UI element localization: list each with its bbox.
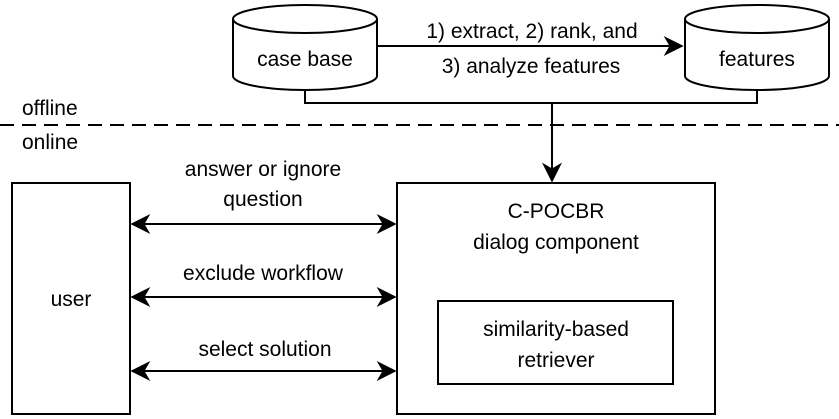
dialog-title: C-POCBR [508,200,605,223]
exclude-label: exclude workflow [183,262,344,285]
user-label: user [51,288,92,311]
answer-label-line1: answer or ignore [185,158,341,181]
answer-label-line2: question [223,188,302,211]
features-label: features [719,48,795,71]
user-box [11,182,131,415]
extract-label-line2: 3) analyze features [442,55,621,78]
select-label: select solution [198,338,331,361]
case-base-node: case base [232,4,378,91]
retriever-box [437,300,674,385]
dialog-subtitle: dialog component [473,231,639,254]
extract-label-line1: 1) extract, 2) rank, and [426,20,637,43]
feature-connector [304,90,758,104]
retriever-label-line2: retriever [517,349,594,372]
retriever-label-line1: similarity-based [483,318,629,341]
online-label: online [22,131,78,154]
case-base-label: case base [257,48,353,71]
offline-label: offline [22,97,78,120]
features-node: features [684,4,830,91]
